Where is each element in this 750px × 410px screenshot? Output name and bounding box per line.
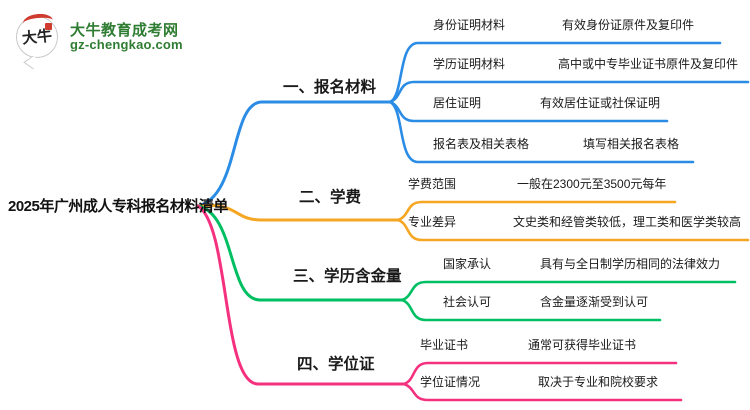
leaf-value: 一般在2300元至3500元每年 [517,177,667,191]
branch-1-label: 一、报名材料 [283,79,377,96]
branch-2-leaf-line-1 [396,200,677,222]
logo-red-seal-icon [45,23,52,30]
leaf-value: 具有与全日制学历相同的法律效力 [540,257,721,271]
branch-2-trunk-line [196,203,400,222]
leaf-value: 有效身份证原件及复印件 [562,18,695,32]
branch-2-label: 二、学费 [299,189,362,206]
leaf-label: 居住证明 [433,96,482,110]
logo-badge: 大牛 [16,12,58,70]
leaf-value: 取决于专业和院校要求 [538,375,659,389]
branch-3-leaf-line-1 [400,280,737,302]
branch-1-leaf-line-2 [388,80,750,104]
branch-4-leaf-line-2 [402,382,683,402]
leaf-label: 学费范围 [408,177,457,191]
branch-1-lines [196,41,750,208]
branch-4-label: 四、学位证 [297,356,375,373]
branch-1-leaf-line-4 [388,100,695,164]
branch-4-leaf-line-1 [402,361,678,386]
leaf-value: 通常可获得毕业证书 [528,338,637,352]
branch-2-leaf-line-2 [396,218,750,242]
leaf-label: 学历证明材料 [433,57,506,71]
branch-1-leaf-line-1 [388,41,722,104]
leaf-value: 文史类和经管类较低，理工类和医学类较高 [513,215,742,229]
branch-2-lines [196,200,750,242]
branch-4-trunk-line [196,204,406,386]
site-logo: 大牛 大牛教育成考网 gz-chengkao.com [14,12,244,70]
leaf-label: 身份证明材料 [433,18,506,32]
branch-3-trunk-line [196,204,404,302]
leaf-value: 有效居住证或社保证明 [540,96,661,110]
branch-3-lines [196,204,737,322]
logo-site-url: gz-chengkao.com [70,37,183,52]
logo-badge-text: 大牛 [21,27,53,48]
logo-brand-name: 大牛教育成考网 [70,22,179,39]
leaf-label: 专业差异 [408,215,457,229]
central-topic: 2025年广州成人专科报名材料清单 [8,198,228,215]
leaf-value: 填写相关报名表格 [583,137,680,151]
leaf-value: 高中或中专毕业证书原件及复印件 [558,57,739,71]
leaf-value: 含金量逐渐受到认可 [540,295,649,309]
leaf-label: 社会认可 [443,295,492,309]
branch-1-trunk-line [196,100,392,208]
branch-4-lines [196,204,683,402]
branch-3-label: 三、学历含金量 [293,268,402,285]
leaf-label: 报名表及相关表格 [433,137,530,151]
branch-3-leaf-line-2 [400,298,662,322]
leaf-label: 毕业证书 [420,338,469,352]
leaf-label: 学位证情况 [420,375,481,389]
leaf-label: 国家承认 [443,257,492,271]
